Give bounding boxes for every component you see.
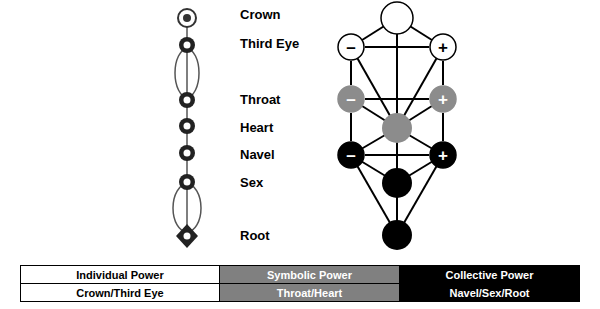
root-symbol	[184, 233, 191, 240]
crown-sphere	[381, 2, 413, 34]
polarity-sign: –	[337, 33, 365, 61]
table-cell: Throat/Heart	[219, 283, 400, 302]
third-eye-symbol	[179, 37, 195, 53]
sphere-circle	[430, 86, 456, 112]
tree-path	[350, 61, 352, 85]
sphere-circle	[430, 142, 456, 168]
chakra-symbols	[176, 9, 198, 248]
crown-symbol	[178, 9, 196, 27]
table-cell: Symbolic Power	[219, 265, 400, 284]
polarity-sign: +	[429, 33, 457, 61]
sphere-node: –	[337, 33, 365, 61]
sphere-node: –	[337, 141, 365, 169]
sphere-circle	[338, 34, 364, 60]
tree-path	[365, 98, 429, 100]
root-symbol	[176, 224, 198, 248]
chakra-label: Crown	[240, 7, 280, 23]
polarity-sign: –	[337, 85, 365, 113]
crown-symbol	[183, 14, 191, 22]
navel-symbol	[179, 145, 195, 161]
root-sphere	[382, 220, 412, 250]
chakra-column	[173, 18, 201, 236]
sphere-node: +	[429, 33, 457, 61]
sex-symbol	[184, 179, 191, 186]
chakra-label: Navel	[240, 147, 275, 163]
sphere-circle	[338, 86, 364, 112]
table-cell: Individual Power	[20, 265, 220, 284]
third-eye-symbol	[184, 42, 191, 49]
heart-sphere	[382, 113, 412, 143]
sphere-node: +	[429, 141, 457, 169]
polarity-sign: +	[429, 141, 457, 169]
sex-symbol	[179, 174, 195, 190]
sphere-node: +	[429, 85, 457, 113]
sphere-node: –	[337, 85, 365, 113]
chakra-label: Root	[240, 228, 270, 244]
table-cell: Collective Power	[399, 265, 580, 284]
throat-symbol	[184, 97, 191, 104]
tree-path	[442, 113, 444, 141]
chakra-label: Third Eye	[240, 36, 299, 52]
sphere-circle	[430, 34, 456, 60]
tree-path	[442, 61, 444, 85]
sex-sphere	[382, 168, 412, 198]
tree-path	[365, 154, 429, 156]
chakra-label: Sex	[240, 175, 263, 191]
empty-spheres	[381, 2, 413, 250]
throat-symbol	[179, 92, 195, 108]
navel-symbol	[184, 150, 191, 157]
heart-symbol	[184, 123, 191, 130]
tree-path	[365, 46, 429, 48]
chakra-label: Throat	[240, 92, 280, 108]
table-cell: Crown/Third Eye	[20, 283, 220, 302]
loop-shape	[175, 49, 199, 97]
sphere-circle	[338, 142, 364, 168]
polarity-sign: –	[337, 141, 365, 169]
tree-path	[350, 113, 352, 141]
tree-paths	[351, 18, 443, 235]
chakra-label: Heart	[240, 120, 273, 136]
polarity-sign: +	[429, 85, 457, 113]
heart-symbol	[179, 118, 195, 134]
table-cell: Navel/Sex/Root	[399, 283, 580, 302]
